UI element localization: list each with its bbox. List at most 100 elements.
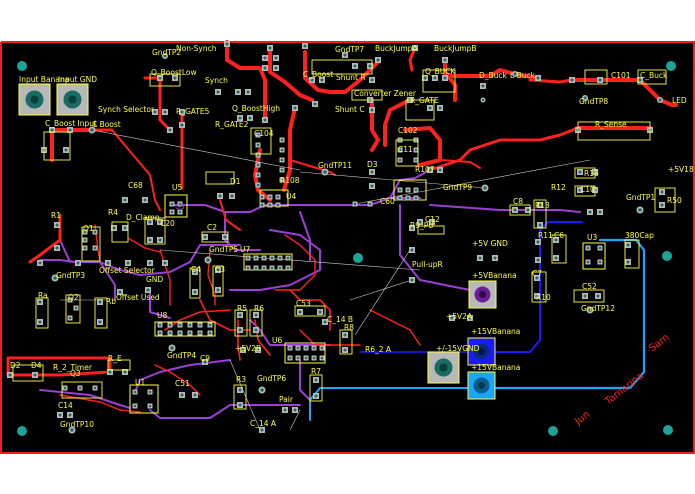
- pad-hole: [274, 66, 278, 70]
- pad-hole: [216, 288, 220, 292]
- label-5v18: +5V18: [668, 165, 694, 174]
- label-r-gate: R_GATE: [410, 96, 439, 105]
- pad-hole: [260, 203, 264, 207]
- pad-hole: [286, 266, 290, 270]
- pad-hole: [368, 64, 372, 68]
- pad-hole: [123, 370, 127, 374]
- label-c14: C14: [58, 401, 73, 410]
- pad-hole: [74, 306, 78, 310]
- label-synch: Synch: [205, 76, 228, 85]
- pad-hole: [55, 246, 59, 250]
- silkscreen-outlines: [12, 59, 676, 410]
- pad-hole: [168, 331, 172, 335]
- pad-hole: [343, 53, 347, 57]
- pad-hole: [55, 223, 59, 227]
- label-gndtp1: GndTP1: [626, 193, 655, 202]
- silkscreen-labels: GndTP2 Non-Synch GndTP7 BuckJumpA BuckJu…: [10, 44, 694, 429]
- label-c14b: C_14 B: [327, 315, 353, 324]
- pad-hole: [148, 404, 152, 408]
- pad-hole: [8, 373, 12, 377]
- label-5v-gnd: +5V GND: [472, 239, 508, 248]
- label-u3: U3: [587, 233, 597, 242]
- label-c-boost-input: C_Boost Input: [45, 119, 97, 128]
- pad-hole: [320, 356, 324, 360]
- label-q-buck: Q_BUCK: [425, 67, 457, 76]
- label-d4: D4: [31, 361, 42, 370]
- pad-hole: [216, 90, 220, 94]
- ic-u6: [284, 342, 326, 364]
- pad-hole: [303, 44, 307, 48]
- mount-hole-tr: [666, 61, 676, 71]
- label-u4: U4: [286, 192, 296, 201]
- pad-hole: [254, 313, 258, 317]
- pad-hole: [263, 56, 267, 60]
- pad-hole: [274, 56, 278, 60]
- pad-hole: [578, 188, 582, 192]
- label-synch-selector: Synch Selector: [98, 105, 155, 114]
- pad-hole: [83, 230, 87, 234]
- label-u8: U8: [157, 311, 167, 320]
- pad-hole: [270, 266, 274, 270]
- pad-hole: [153, 110, 157, 114]
- label-c10: C10: [580, 185, 595, 194]
- pad-hole: [70, 428, 74, 432]
- label-d2: D2: [10, 361, 21, 370]
- pad-hole: [263, 66, 267, 70]
- label-l-boost: L Boost: [93, 120, 121, 129]
- pad-hole: [320, 78, 324, 82]
- pad-hole: [586, 260, 590, 264]
- label-c9: C9: [200, 354, 210, 363]
- pad-hole: [288, 356, 292, 360]
- pad-hole: [143, 198, 147, 202]
- pad-hole: [93, 386, 97, 390]
- label-shunt-c: Shunt C: [335, 105, 365, 114]
- label-r-sense: R_Sense: [595, 120, 627, 129]
- pad-hole: [268, 195, 272, 199]
- board-substrate: [1, 42, 695, 453]
- label-gnd: GND: [146, 275, 163, 284]
- pad-hole: [238, 116, 242, 120]
- pad-hole: [68, 298, 72, 302]
- pad-hole: [203, 235, 207, 239]
- pad-hole: [428, 168, 432, 172]
- pad-hole: [118, 290, 122, 294]
- label-d3: D3: [367, 160, 378, 169]
- label-c4: C4: [191, 265, 201, 274]
- label-r4: R4: [108, 208, 118, 217]
- pad-hole: [168, 323, 172, 327]
- pad-hole: [368, 202, 372, 206]
- mount-hole-right: [662, 251, 672, 261]
- label-c2: C2: [207, 223, 217, 232]
- pad-hole: [658, 98, 662, 102]
- pad-hole: [93, 246, 97, 250]
- pad-hole: [304, 356, 308, 360]
- pad-hole: [260, 428, 264, 432]
- pad-hole: [483, 186, 487, 190]
- pad-hole: [414, 188, 418, 192]
- label-r108: R108: [280, 176, 300, 185]
- label-offset-selector: Offset Selector: [99, 266, 156, 275]
- pad-hole: [256, 143, 260, 147]
- pad-hole: [370, 108, 374, 112]
- pad-hole: [353, 202, 357, 206]
- pad-hole: [283, 408, 287, 412]
- pad-hole: [570, 78, 574, 82]
- label-gndtp9: GndTP9: [443, 183, 472, 192]
- pad-hole: [178, 331, 182, 335]
- ic-u3: [582, 242, 606, 270]
- pad-hole: [398, 148, 402, 152]
- pad-hole: [123, 198, 127, 202]
- pad-hole: [410, 278, 414, 282]
- label-rb: Rb: [106, 297, 116, 306]
- pad-hole: [133, 404, 137, 408]
- pad-hole: [278, 266, 282, 270]
- pad-hole: [112, 226, 116, 230]
- pad-hole: [310, 78, 314, 82]
- pad-hole: [33, 373, 37, 377]
- pad-hole: [178, 210, 182, 214]
- label-u5: U5: [172, 183, 182, 192]
- pad-hole: [163, 261, 167, 265]
- pad-hole: [262, 266, 266, 270]
- ic-u1: [129, 384, 159, 414]
- pad-hole: [178, 202, 182, 206]
